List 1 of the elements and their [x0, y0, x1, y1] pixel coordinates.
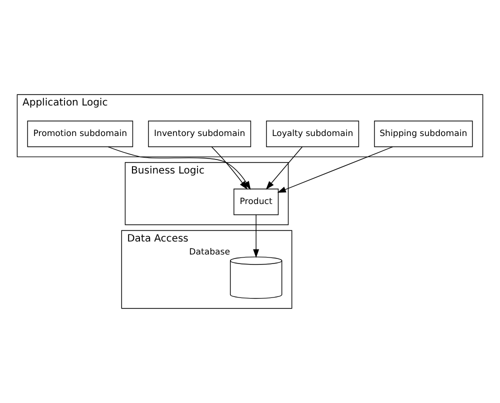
node-label: Database	[189, 247, 230, 258]
